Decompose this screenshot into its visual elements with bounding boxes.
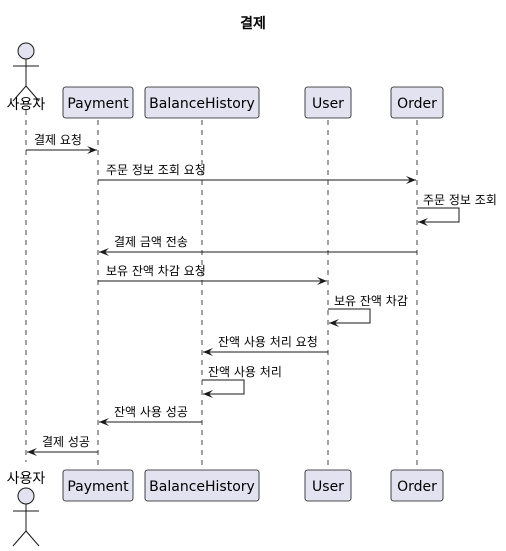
message-6: 보유 잔액 차감: [328, 294, 408, 327]
participant-box: [390, 469, 444, 502]
arrow-head-icon: [99, 248, 109, 256]
participant-label: BalanceHistory: [149, 479, 255, 495]
arrow-head-icon: [27, 448, 37, 456]
actor-head-icon: [17, 42, 35, 60]
message-9: 잔액 사용 성공: [99, 405, 202, 426]
message-label: 결제 성공: [42, 435, 90, 449]
actor-top: 사용자: [7, 42, 46, 113]
actor-leg-right: [25, 85, 40, 102]
message-label: 보유 잔액 차감 요청: [106, 264, 206, 278]
message-5: 보유 잔액 차감 요청: [98, 264, 327, 285]
self-arrow-line: [328, 308, 371, 324]
participant-balance-history-top: BalanceHistory: [144, 86, 260, 119]
message-label: 잔액 사용 성공: [114, 405, 188, 419]
actor-head-icon: [17, 487, 35, 505]
message-4: 결제 금액 전송: [99, 235, 417, 256]
message-10: 결제 성공: [27, 435, 98, 456]
participant-label: Payment: [67, 96, 129, 112]
message-8: 잔액 사용 처리: [202, 365, 282, 398]
participant-label: Order: [397, 96, 437, 112]
participant-box: [62, 86, 134, 119]
arrow-head-icon: [203, 390, 213, 398]
participant-box: [304, 86, 352, 119]
participant-label: User: [312, 96, 344, 112]
participant-order-top: Order: [390, 86, 444, 119]
message-label: 결제 금액 전송: [114, 235, 188, 249]
arrow-head-icon: [203, 348, 213, 356]
participant-label: Order: [397, 479, 437, 495]
message-label: 주문 정보 조회: [423, 193, 497, 207]
arrow-head-icon: [87, 146, 97, 154]
actor-leg-right: [25, 530, 40, 547]
diagram-title: 결제: [240, 15, 266, 32]
self-arrow-line: [417, 207, 460, 223]
message-label: 잔액 사용 처리: [208, 365, 282, 379]
participant-payment-top: Payment: [62, 86, 134, 119]
message-label: 주문 정보 조회 요청: [106, 163, 206, 177]
participant-label: Payment: [67, 479, 129, 495]
participant-balance-history-bottom: BalanceHistory: [144, 469, 260, 502]
participant-box: [144, 86, 260, 119]
participant-label: User: [312, 479, 344, 495]
participant-order-bottom: Order: [390, 469, 444, 502]
message-1: 결제 요청: [26, 133, 97, 154]
participant-user-bottom: User: [304, 469, 352, 502]
participant-box: [304, 469, 352, 502]
actor-label: 사용자: [7, 471, 46, 487]
actor-leg-left: [12, 85, 27, 102]
message-label: 보유 잔액 차감: [334, 294, 408, 308]
actor-leg-left: [12, 530, 27, 547]
participant-box: [62, 469, 134, 502]
message-label: 잔액 사용 처리 요청: [218, 335, 318, 349]
participant-user-top: User: [304, 86, 352, 119]
actor-bottom: 사용자: [7, 471, 46, 547]
participant-box: [390, 86, 444, 119]
participant-label: BalanceHistory: [149, 96, 255, 112]
actor-label: 사용자: [7, 97, 46, 113]
arrow-head-icon: [418, 218, 428, 226]
arrow-head-icon: [99, 418, 109, 426]
message-label: 결제 요청: [34, 133, 82, 147]
message-2: 주문 정보 조회 요청: [98, 163, 416, 184]
arrow-head-icon: [317, 277, 327, 285]
participant-box: [144, 469, 260, 502]
message-7: 잔액 사용 처리 요청: [203, 335, 328, 356]
message-3: 주문 정보 조회: [417, 193, 497, 226]
arrow-head-icon: [329, 319, 339, 327]
self-arrow-line: [202, 379, 245, 395]
arrow-head-icon: [406, 176, 416, 184]
participant-payment-bottom: Payment: [62, 469, 134, 502]
